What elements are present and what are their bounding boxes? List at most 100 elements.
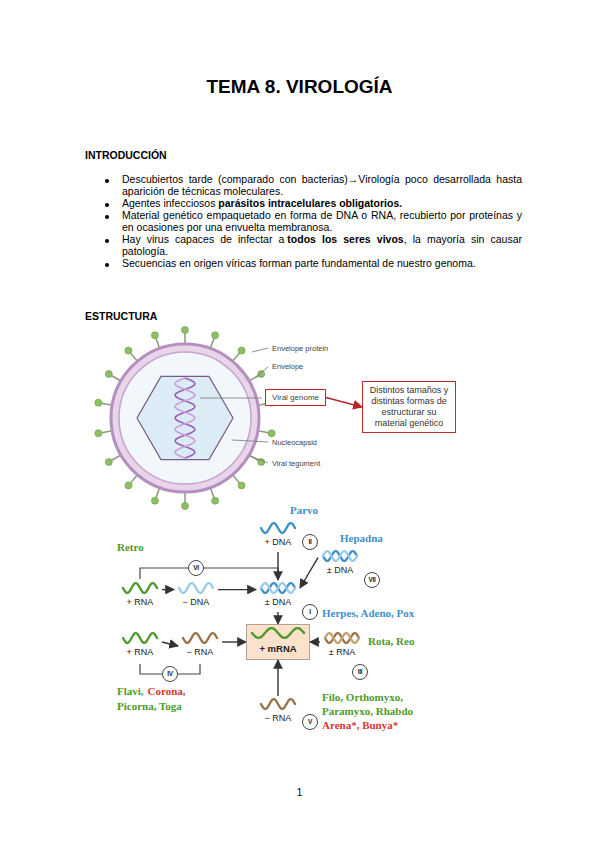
connector-arrow — [300, 558, 318, 588]
strand-symbol — [256, 520, 300, 536]
strand-symbol — [118, 630, 162, 646]
bracket — [178, 664, 200, 674]
bullet-text: Agentes infecciososparásitos intracelula… — [122, 197, 522, 209]
node-text: ± DNA — [256, 597, 300, 607]
virus-family: Flavi, — [117, 684, 144, 698]
node-text: III — [353, 665, 367, 679]
bullet-item: Agentes infecciososparásitos intracelula… — [100, 197, 522, 209]
strand — [261, 583, 295, 593]
virus-family: Parvo — [290, 503, 318, 517]
envelope-spikes — [95, 327, 275, 510]
section-heading: ESTRUCTURA — [85, 309, 157, 323]
strand — [252, 628, 304, 638]
part-label: Envelope protein — [272, 342, 328, 356]
virus-family: Arena*, Bunya* — [322, 718, 398, 732]
envelope-protein — [182, 503, 189, 510]
node-text: + DNA — [256, 537, 300, 547]
virus-family: Hepadna — [340, 531, 383, 545]
molecule-node: + DNA — [256, 520, 300, 552]
bullet-text: Agentes infecciosos — [122, 197, 215, 209]
molecule-node: + RNA — [118, 630, 162, 662]
callout-box: Viral genome — [265, 389, 326, 406]
page-title: TEMA 8. VIROLOGÍA — [0, 76, 599, 98]
envelope-protein — [268, 430, 275, 437]
strand — [323, 551, 357, 561]
bullet-text: Secuencias en origen víricas forman part… — [122, 257, 522, 269]
envelope-protein — [212, 332, 219, 339]
envelope-protein — [125, 347, 132, 354]
bullet-text: Hay virus capaces de infectar a — [122, 233, 284, 245]
strand — [323, 551, 357, 561]
strand — [261, 523, 295, 533]
class-number: III — [352, 664, 368, 680]
envelope-protein — [212, 497, 219, 504]
node-text: ± RNA — [320, 647, 364, 657]
envelope-protein — [151, 332, 158, 339]
envelope-protein — [258, 371, 265, 378]
connector-arrow — [326, 398, 362, 408]
envelope-protein — [95, 399, 102, 406]
bullet-text: Descubiertos tarde (comparado con bacter… — [122, 173, 522, 197]
tegument — [119, 352, 251, 484]
molecule-node: ± DNA — [256, 580, 300, 612]
leader-line — [252, 348, 268, 352]
bullet-dot — [105, 263, 109, 267]
bracket — [140, 568, 188, 579]
envelope-protein — [238, 482, 245, 489]
connector-arrow — [277, 660, 278, 696]
envelope-protein — [238, 347, 245, 354]
envelope-protein — [125, 482, 132, 489]
virus-family: Corona, — [148, 684, 186, 698]
genome-strand — [175, 378, 195, 458]
bullet-dot — [105, 239, 109, 243]
node-text: I — [303, 605, 317, 619]
molecule-node: ± DNA — [318, 548, 362, 580]
node-text: VI — [189, 561, 203, 575]
strand — [123, 583, 157, 593]
bracket — [140, 664, 162, 674]
class-number: I — [302, 604, 318, 620]
part-label: Envelope — [272, 360, 303, 374]
strand — [123, 633, 157, 643]
node-text: − RNA — [178, 647, 222, 657]
virus-family: Rota, Reo — [368, 634, 414, 648]
page-number: 1 — [0, 786, 599, 800]
bullet-text: parásitos intracelulares obligatorios. — [218, 197, 402, 209]
bullet-dot — [105, 215, 109, 219]
node-text: − DNA — [174, 597, 218, 607]
class-number: II — [302, 534, 318, 550]
node-text: Distintos tamaños y distintas formas de … — [366, 385, 452, 429]
genome-strand — [175, 378, 195, 458]
class-number: VI — [188, 560, 204, 576]
strand-symbol — [256, 580, 300, 596]
strand — [261, 583, 295, 593]
envelope — [111, 344, 259, 492]
node-text: + mRNA — [247, 643, 309, 654]
virus-family: Picorna, Toga — [117, 699, 182, 713]
envelope-protein — [95, 430, 102, 437]
nucleocapsid — [137, 376, 233, 459]
bullet-item: Secuencias en origen víricas forman part… — [100, 257, 522, 269]
virus-illustration — [95, 327, 275, 510]
strand-symbol — [174, 580, 218, 596]
connector-arrow — [222, 641, 246, 642]
node-text: IV — [163, 667, 177, 681]
bullet-dot — [105, 179, 109, 183]
virus-family: Retro — [117, 540, 144, 554]
section-heading: INTRODUCCIÓN — [85, 148, 167, 162]
node-text: Viral genome — [272, 393, 319, 402]
node-text: − RNA — [256, 713, 300, 723]
class-number: IV — [162, 666, 178, 682]
strand-symbol — [247, 625, 309, 641]
envelope-protein — [105, 459, 112, 466]
molecule-node: ± RNA — [320, 630, 364, 662]
bullet-item: Material genético empaquetado en forma d… — [100, 209, 522, 233]
mrna-box: + mRNA — [246, 624, 310, 660]
strand-symbol — [118, 580, 162, 596]
node-text: + RNA — [118, 597, 162, 607]
connector-arrow — [277, 552, 278, 580]
envelope-protein — [105, 371, 112, 378]
bullet-text: Secuencias en origen víricas forman part… — [122, 257, 476, 269]
